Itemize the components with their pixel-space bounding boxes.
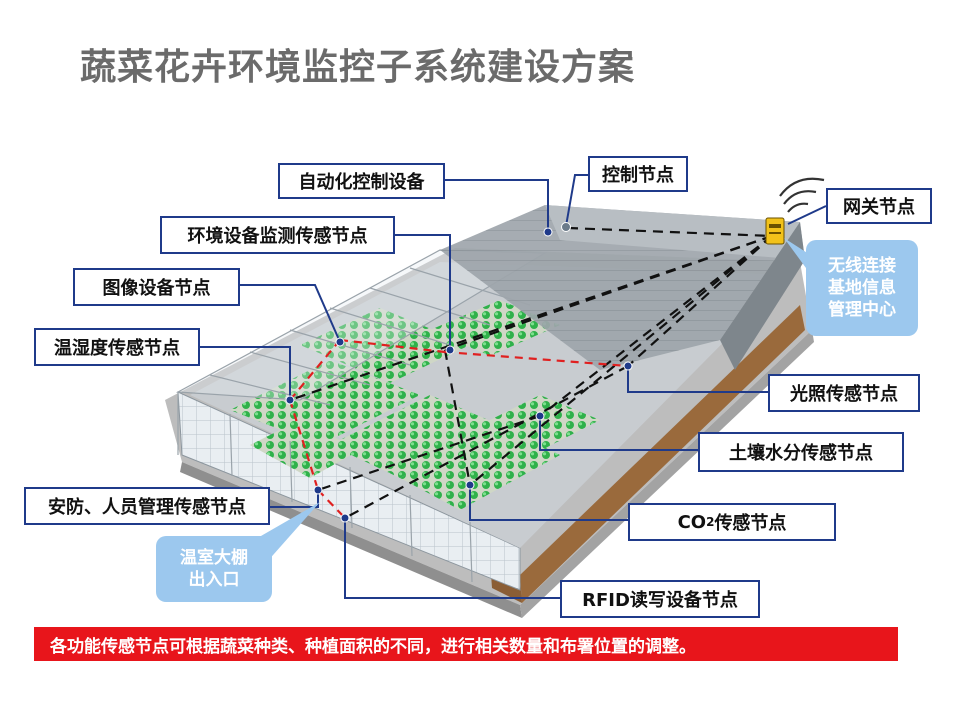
bottom-note-banner: 各功能传感节点可根据蔬菜种类、种植面积的不同，进行相关数量和布署位置的调整。	[34, 627, 898, 661]
node-dot-rfid	[340, 513, 350, 523]
label-image-node: 图像设备节点	[73, 268, 240, 306]
router-icon	[765, 217, 785, 245]
node-dot-temp-humidity	[285, 395, 295, 405]
wireless-bubble: 无线连接 基地信息 管理中心	[806, 240, 918, 336]
co2-suffix: 传感节点	[714, 513, 787, 534]
node-dot-env-monitor	[445, 345, 455, 355]
page-title: 蔬菜花卉环境监控子系统建设方案	[80, 47, 636, 88]
node-dot-image	[335, 337, 345, 347]
label-soil-moisture: 土壤水分传感节点	[698, 432, 904, 472]
wireless-line-3: 管理中心	[828, 300, 896, 320]
wifi-signal-icon	[779, 177, 825, 213]
label-security: 安防、人员管理传感节点	[24, 487, 270, 525]
entrance-bubble: 温室大棚 出入口	[156, 536, 272, 602]
label-light-sensor: 光照传感节点	[768, 374, 920, 412]
gateway-leader	[787, 205, 827, 225]
leader-lines	[200, 174, 768, 599]
label-gateway-node: 网关节点	[826, 188, 932, 224]
wireless-line-2: 基地信息	[828, 278, 896, 298]
co2-subscript: 2	[706, 515, 715, 529]
node-dot-security	[313, 485, 323, 495]
node-dot-auto-control	[543, 227, 553, 237]
co2-prefix: CO	[677, 511, 707, 533]
entrance-line-1: 温室大棚	[180, 548, 248, 568]
bubble-pointer	[784, 238, 812, 268]
label-auto-control: 自动化控制设备	[278, 163, 445, 199]
label-env-monitor: 环境设备监测传感节点	[160, 216, 395, 254]
node-dots	[285, 222, 633, 523]
local-links	[288, 338, 629, 519]
node-dot-soil	[535, 411, 545, 421]
node-dot-co2	[465, 480, 475, 490]
label-rfid: RFID读写设备节点	[560, 580, 760, 618]
label-temp-humidity: 温湿度传感节点	[34, 328, 200, 366]
entrance-line-2: 出入口	[188, 570, 240, 590]
wireless-line-1: 无线连接	[828, 256, 896, 276]
wireless-links	[289, 226, 773, 519]
node-dot-light	[623, 361, 633, 371]
node-dot-control	[561, 222, 571, 232]
label-control-node: 控制节点	[588, 156, 688, 192]
